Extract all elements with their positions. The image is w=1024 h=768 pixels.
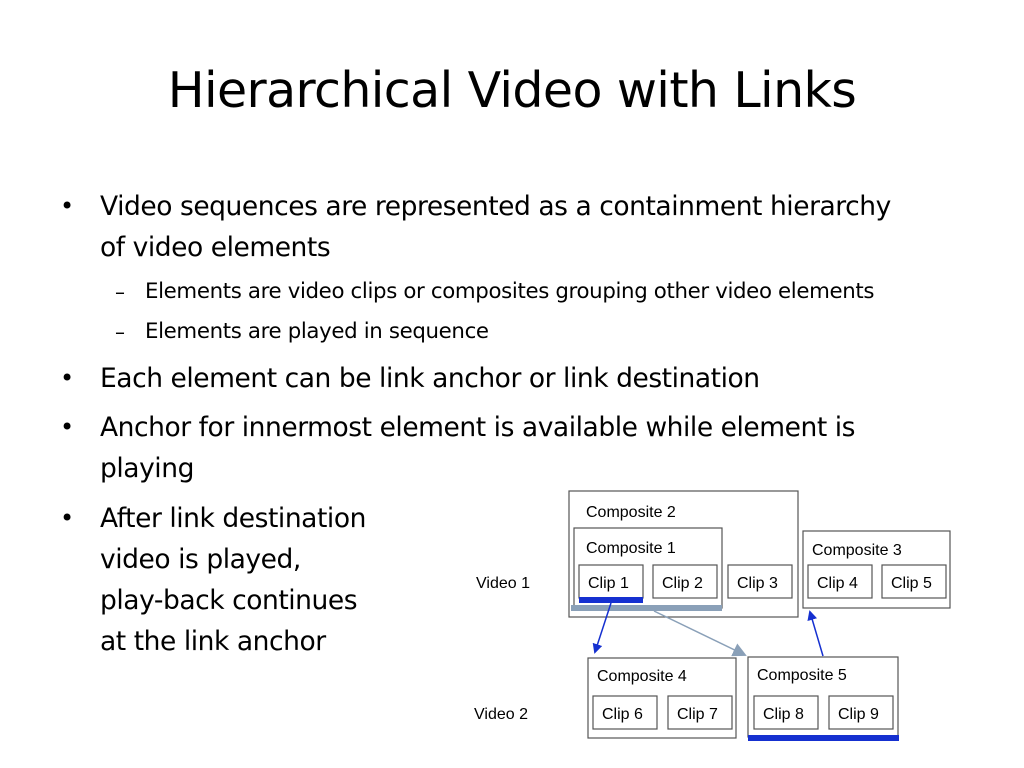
clip-3-box [727,564,793,599]
bullet-1-line-2: of video elements [100,232,331,263]
clip-4-box [807,564,873,599]
bullet-1-line-1: Video sequences are represented as a con… [100,191,891,222]
link-arrow-clip1-to-composite4 [592,602,612,654]
bullet-2-line-1: Each element can be link anchor or link … [100,363,760,394]
composite-1-playback-bar [571,605,722,611]
clip-6-label: Clip 6 [602,706,643,723]
composite-5-anchor-bar [748,735,899,741]
composite-2-label: Composite 2 [586,504,676,521]
clip-7-label: Clip 7 [677,706,718,723]
clip-8-box [753,695,819,730]
bullet-marker: • [60,413,75,441]
clip-9-box [828,695,894,730]
sub-bullet-marker: – [115,320,125,344]
bullet-4-line-2: video is played, [100,544,301,575]
clip-7-box [667,695,733,730]
clip-1-anchor-bar [579,597,643,603]
composite-4-label: Composite 4 [597,668,687,685]
sub-bullet-2: Elements are played in sequence [145,319,489,344]
return-arrow-composite5-to-composite3 [807,610,824,657]
bullet-marker: • [60,192,75,220]
sub-bullet-1: Elements are video clips or composites g… [145,279,875,304]
slide-title: Hierarchical Video with Links [167,62,857,119]
bullet-marker: • [60,364,75,392]
video-2-label: Video 2 [474,706,528,723]
clip-5-label: Clip 5 [891,575,932,592]
clip-9-label: Clip 9 [838,706,879,723]
bullet-3-line-2: playing [100,453,194,484]
clip-2-box [652,564,718,599]
bullet-marker: • [60,504,75,532]
composite-3-label: Composite 3 [812,542,902,559]
composite-5-label: Composite 5 [757,667,847,684]
sub-bullet-marker: – [115,280,125,304]
clip-1-label: Clip 1 [588,575,629,592]
bullet-4-line-4: at the link anchor [100,626,326,657]
clip-3-label: Clip 3 [737,575,778,592]
clip-2-label: Clip 2 [662,575,703,592]
bullet-3-line-1: Anchor for innermost element is availabl… [100,412,856,443]
composite-1-label: Composite 1 [586,540,676,557]
clip-5-box [881,564,947,599]
clip-4-label: Clip 4 [817,575,858,592]
video-1-label: Video 1 [476,575,530,592]
clip-8-label: Clip 8 [763,706,804,723]
bullet-4-line-3: play-back continues [100,585,358,616]
link-arrow-composite1-to-composite5 [653,610,747,657]
clip-6-box [592,695,658,730]
bullet-4-line-1: After link destination [100,503,366,534]
